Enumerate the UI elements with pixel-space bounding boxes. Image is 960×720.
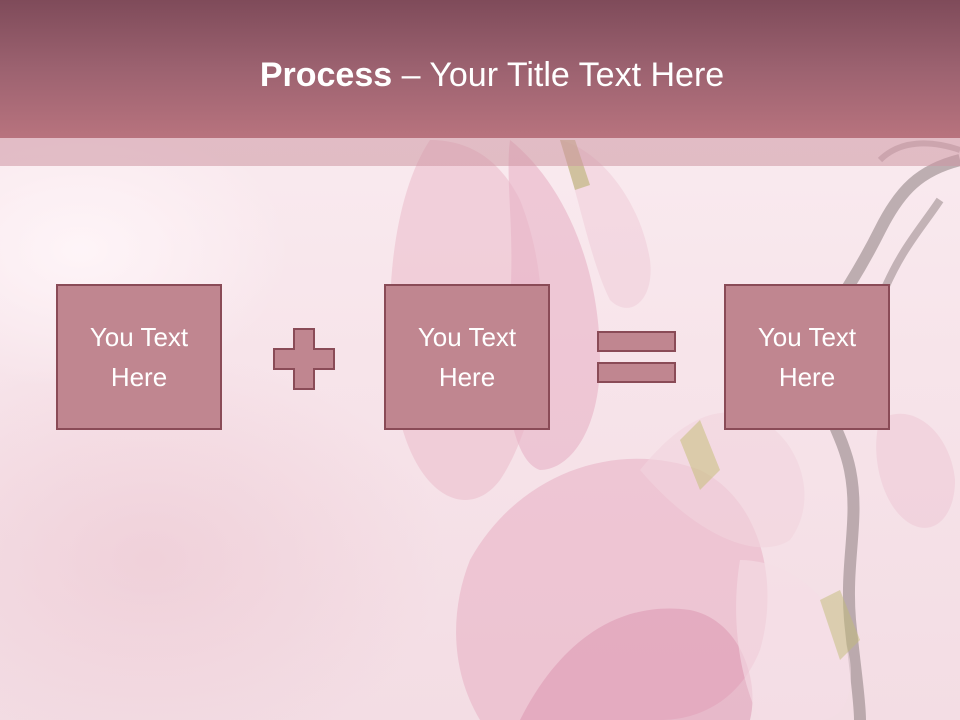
title-bar <box>0 0 960 138</box>
title-bold-part: Process <box>259 56 393 94</box>
slide-title[interactable]: Process – Your Title Text Here <box>0 55 960 95</box>
plus-icon <box>273 328 335 390</box>
title-rest-part: – Your Title Text Here <box>392 56 725 94</box>
process-box-1[interactable]: You Text Here <box>56 284 222 430</box>
process-box-text: You Text Here <box>89 322 189 392</box>
equals-icon <box>597 331 676 383</box>
process-box-2[interactable]: You Text Here <box>384 284 550 430</box>
process-box-text: You Text Here <box>757 322 857 392</box>
title-bar-band <box>0 138 960 166</box>
process-box-3[interactable]: You Text Here <box>724 284 890 430</box>
process-box-text: You Text Here <box>417 322 517 392</box>
